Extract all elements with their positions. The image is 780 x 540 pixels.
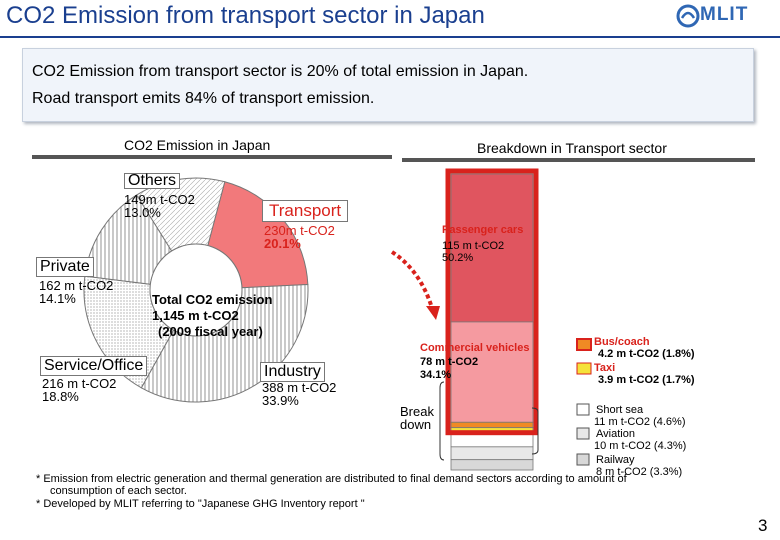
slice-value-others: 149m t-CO2	[124, 192, 195, 207]
segment-value-taxi: 3.9 m t-CO2 (1.7%)	[598, 374, 695, 386]
legend-swatch-bus	[576, 338, 592, 351]
segment-label-aviation: Aviation	[596, 428, 635, 440]
slice-label-service: Service/Office	[40, 356, 148, 376]
segment-value-bus: 4.2 m t-CO2 (1.8%)	[598, 348, 695, 360]
segment-value-railway: 8 m t-CO2 (3.3%)	[596, 466, 683, 478]
pie-center-line-2: 1,145 m t-CO2	[152, 308, 239, 323]
segment-value-commercial: 78 m t-CO2	[420, 356, 479, 368]
legend-swatch-taxi	[576, 362, 592, 375]
pie-center-line-3: (2009 fiscal year)	[158, 324, 263, 339]
segment-label-railway: Railway	[596, 454, 635, 466]
footnote-line-2: consumption of each sector.	[50, 485, 187, 497]
slice-percent-others: 13.0%	[124, 205, 161, 220]
page-title: CO2 Emission from transport sector in Ja…	[6, 2, 485, 29]
segment-label-passenger: Passenger cars	[442, 224, 524, 236]
slice-value-transport: 230m t-CO2	[264, 223, 335, 238]
segment-percent-commercial: 34.1%	[420, 369, 452, 381]
transport-arrow	[390, 250, 434, 309]
summary-line-1: CO2 Emission from transport sector is 20…	[32, 63, 529, 80]
pie-center-line-1: Total CO2 emission	[152, 292, 273, 307]
slice-percent-industry: 33.9%	[262, 393, 299, 408]
segment-value-short-sea: 11 m t-CO2 (4.6%)	[594, 416, 686, 428]
slice-label-others: Others	[124, 173, 181, 189]
segment-label-commercial: Commercial vehicles	[420, 342, 530, 354]
slice-label-transport: Transport	[262, 200, 349, 222]
breakdown-bracket-label-2: down	[400, 417, 432, 432]
bar-segment-railway	[450, 459, 534, 471]
slice-percent-transport: 20.1%	[264, 236, 301, 251]
segment-percent-passenger: 50.2%	[442, 252, 474, 264]
pie-center-hole	[149, 243, 243, 337]
mlit-logo-text: MLIT	[700, 4, 749, 25]
legend-swatch-aviation	[576, 427, 590, 440]
pie-title-underline	[32, 155, 392, 159]
pie-chart-title: CO2 Emission in Japan	[124, 137, 271, 153]
others-bracket	[531, 407, 539, 455]
footnote-line-1: * Emission from electric generation and …	[36, 473, 627, 485]
breakdown-bracket-label-1: Break	[400, 404, 434, 419]
bar-segment-commercial-vehicles	[450, 321, 534, 423]
slice-percent-service: 18.8%	[42, 389, 79, 404]
breakdown-title-underline	[402, 158, 755, 162]
mlit-logo-icon	[676, 4, 700, 28]
segment-label-taxi: Taxi	[594, 362, 616, 374]
breakdown-bracket	[439, 381, 445, 461]
footnote-line-3: * Developed by MLIT referring to "Japane…	[36, 498, 365, 510]
slice-label-private: Private	[36, 257, 94, 277]
bar-segment-passenger-cars	[450, 173, 534, 323]
summary-line-2: Road transport emits 84% of transport em…	[32, 90, 375, 107]
slice-label-industry: Industry	[260, 362, 325, 382]
segment-value-aviation: 10 m t-CO2 (4.3%)	[594, 440, 687, 452]
road-transport-outline	[445, 168, 539, 436]
segment-value-passenger: 115 m t-CO2	[442, 240, 505, 252]
page-number: 3	[758, 516, 768, 535]
slice-percent-private: 14.1%	[39, 291, 76, 306]
segment-label-bus: Bus/coach	[594, 336, 650, 348]
summary-box	[22, 48, 754, 122]
legend-swatch-railway	[576, 453, 590, 466]
segment-label-short-sea: Short sea	[596, 404, 644, 416]
breakdown-chart-title: Breakdown in Transport sector	[477, 140, 667, 156]
bar-segment-aviation	[450, 446, 534, 461]
bar-segment-bus-coach	[450, 421, 534, 429]
transport-arrow-head	[426, 306, 440, 320]
slice-value-private: 162 m t-CO2	[39, 278, 114, 293]
slice-value-industry: 388 m t-CO2	[262, 380, 337, 395]
legend-swatch-short-sea	[576, 403, 590, 416]
slice-value-service: 216 m t-CO2	[42, 376, 117, 391]
title-divider	[0, 36, 780, 38]
